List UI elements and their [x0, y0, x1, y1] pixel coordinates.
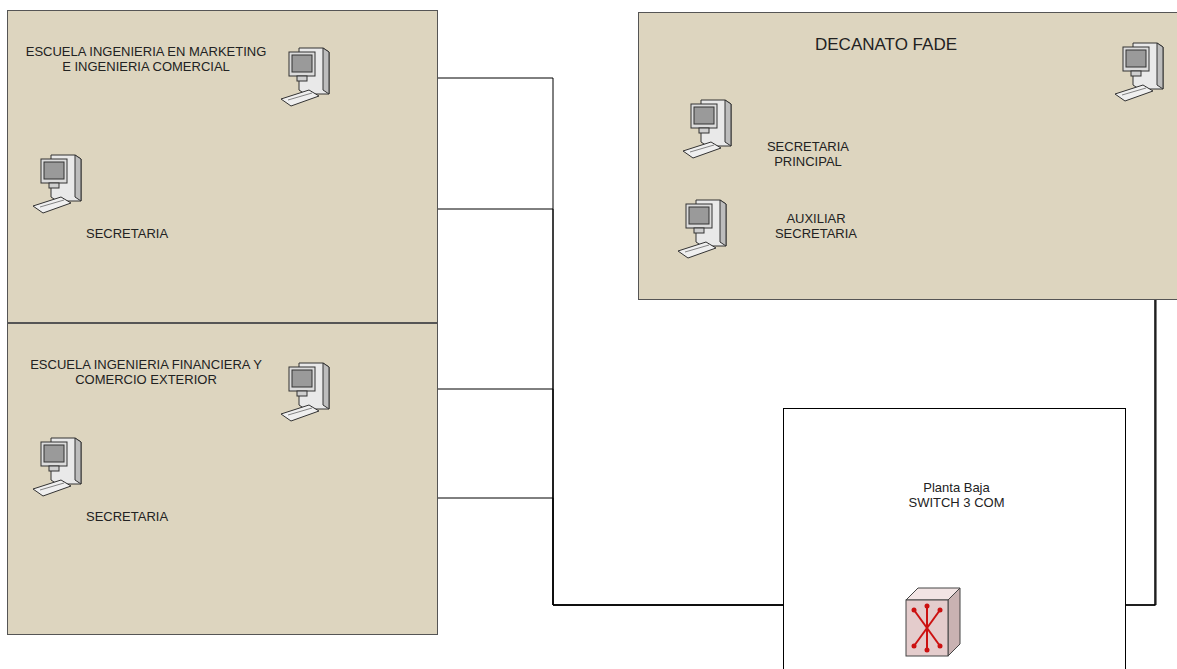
keyboard [678, 242, 716, 258]
keyboard [281, 405, 319, 421]
monitor-stand [49, 183, 59, 188]
computer-label: AUXILIAR SECRETARIA [756, 212, 876, 242]
label-box: DECANATO FADE [811, 35, 961, 55]
monitor [691, 104, 717, 128]
switch-icon [904, 586, 962, 658]
tower-side [720, 200, 726, 246]
area-title: Planta Baja SWITCH 3 COM [899, 481, 1014, 511]
monitor-stand [297, 391, 307, 396]
switch-arrowhead [938, 608, 943, 613]
floor-area: Planta Baja SWITCH 3 COM [783, 408, 1126, 669]
computer-icon [31, 434, 87, 500]
keyboard-keys [40, 200, 64, 207]
tower-side [323, 48, 329, 94]
switch-arrow [926, 606, 928, 650]
monitor-stand [1131, 71, 1141, 76]
keyboard [1115, 85, 1153, 101]
label-box: AUXILIAR SECRETARIA [756, 212, 876, 242]
label-box: SECRETARIA [86, 510, 236, 525]
screen [689, 207, 709, 224]
monitor [41, 159, 67, 183]
computer: ESCUELA INGENIERIA FINANCIERA Y COMERCIO… [21, 356, 356, 431]
tower-side [75, 438, 81, 484]
switch-arrowhead [912, 608, 917, 613]
computer-icon [1113, 39, 1169, 105]
screen [44, 445, 64, 462]
keyboard [683, 142, 721, 158]
computer-label: SECRETARIA [86, 510, 236, 525]
label-box: SECRETARIA [86, 227, 236, 242]
computer-icon [681, 96, 737, 162]
area-title: DECANATO FADE [811, 35, 961, 55]
tower-side [725, 100, 731, 146]
switch-arrowhead [938, 644, 943, 649]
monitor-stand [699, 128, 709, 133]
computer-icon [279, 359, 335, 425]
computer: SECRETARIA [31, 151, 241, 246]
office-area: ESCUELA INGENIERIA FINANCIERA Y COMERCIO… [7, 323, 438, 635]
monitor [1123, 47, 1149, 71]
keyboard-keys [40, 483, 64, 490]
monitor [686, 204, 712, 228]
tower-side [1157, 43, 1163, 89]
monitor-stand [694, 228, 704, 233]
keyboard [33, 480, 71, 496]
computer-label: ESCUELA INGENIERIA EN MARKETING E INGENI… [21, 45, 271, 75]
computer: SECRETARIA [31, 434, 241, 529]
switch-front [906, 600, 948, 656]
computer-icon [676, 196, 732, 262]
screen [44, 162, 64, 179]
network-switch [904, 586, 962, 658]
label-box: Planta Baja SWITCH 3 COM [899, 481, 1014, 511]
computer-icon [31, 151, 87, 217]
keyboard-keys [690, 145, 714, 152]
screen [292, 55, 312, 72]
label-box: ESCUELA INGENIERIA EN MARKETING E INGENI… [21, 45, 271, 75]
keyboard-keys [288, 93, 312, 100]
label-box: ESCUELA INGENIERIA FINANCIERA Y COMERCIO… [21, 358, 271, 388]
computer [1113, 39, 1169, 101]
tower-side [323, 363, 329, 409]
label-box: SECRETARIA PRINCIPAL [743, 140, 873, 170]
computer-label: SECRETARIA [86, 227, 236, 242]
computer: SECRETARIA PRINCIPAL [681, 96, 876, 176]
monitor [289, 367, 315, 391]
office-area: ESCUELA INGENIERIA EN MARKETING E INGENI… [7, 10, 438, 323]
computer: ESCUELA INGENIERIA EN MARKETING E INGENI… [21, 41, 356, 116]
monitor-stand [49, 466, 59, 471]
monitor-stand [297, 76, 307, 81]
computer-label: SECRETARIA PRINCIPAL [743, 140, 873, 170]
monitor [41, 442, 67, 466]
screen [1126, 50, 1146, 67]
tower-side [75, 155, 81, 201]
office-area: DECANATO FADE SECRETARIA PRINCIPAL AUXILIA… [638, 12, 1177, 300]
screen [694, 107, 714, 124]
switch-arrowhead [925, 604, 930, 609]
switch-side [948, 588, 960, 656]
computer-icon [279, 44, 335, 110]
screen [292, 370, 312, 387]
keyboard-keys [288, 408, 312, 415]
keyboard [281, 90, 319, 106]
keyboard [33, 197, 71, 213]
keyboard-keys [1122, 88, 1146, 95]
switch-arrowhead [925, 648, 930, 653]
computer-label: ESCUELA INGENIERIA FINANCIERA Y COMERCIO… [21, 358, 271, 388]
switch-arrowhead [912, 644, 917, 649]
monitor [289, 52, 315, 76]
computer: AUXILIAR SECRETARIA [676, 196, 881, 266]
keyboard-keys [685, 245, 709, 252]
